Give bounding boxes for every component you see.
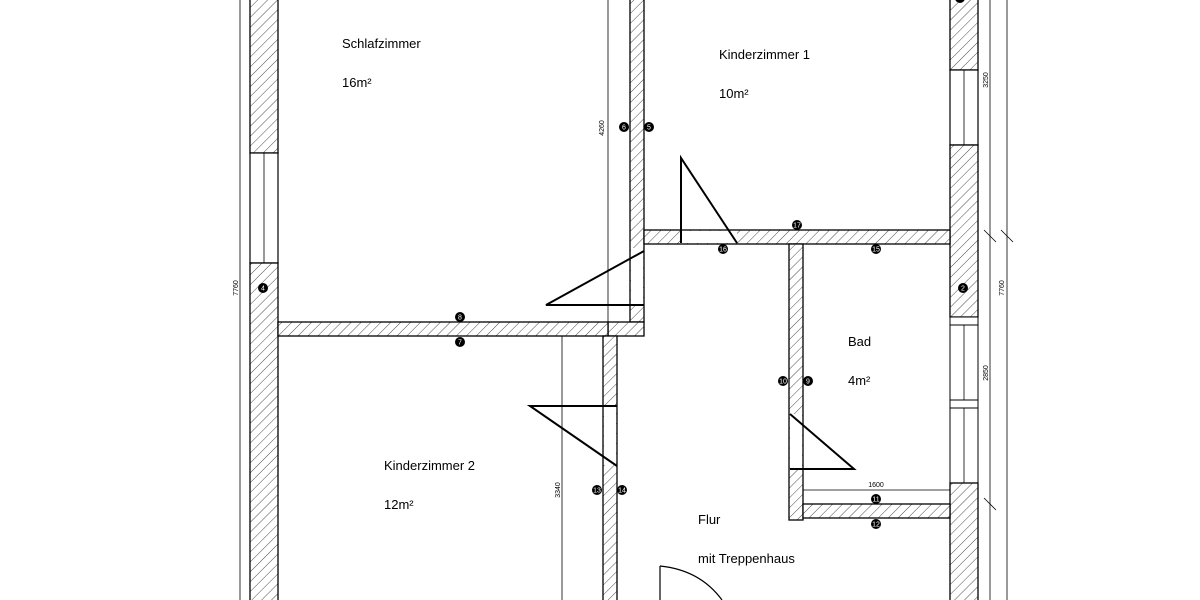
door-openings	[604, 231, 802, 470]
markers: 2 4 5 6 7 8 9 10 11 12 13 14 15 16 17	[258, 0, 968, 529]
dim-bad-width: 1600	[868, 482, 884, 489]
marker-6: 6	[619, 122, 629, 132]
svg-text:7: 7	[458, 340, 462, 347]
walls	[249, 0, 979, 600]
room-labels: Schlafzimmer 16m² Kinderzimmer 1 10m² Ba…	[342, 36, 871, 566]
room-area-schlafzimmer: 16m²	[342, 75, 372, 90]
marker-4: 4	[258, 283, 268, 293]
marker-9: 9	[803, 376, 813, 386]
room-name-flur: Flur	[698, 512, 721, 527]
svg-text:17: 17	[793, 223, 801, 230]
door-entrance	[659, 565, 723, 600]
svg-text:4: 4	[261, 286, 265, 293]
marker-13: 13	[592, 485, 602, 495]
right-exterior-wall-lower	[949, 482, 979, 600]
room-area-bad: 4m²	[848, 373, 871, 388]
right-exterior-wall-top	[949, 0, 979, 71]
dim-left-total: 7760	[233, 280, 240, 296]
svg-text:11: 11	[872, 497, 879, 504]
room-name-kinderzimmer1: Kinderzimmer 1	[719, 47, 810, 62]
marker-14: 14	[617, 485, 627, 495]
svg-text:10: 10	[779, 379, 787, 386]
left-exterior-wall-upper	[249, 0, 279, 154]
svg-text:13: 13	[593, 488, 601, 495]
left-exterior-wall-lower	[249, 262, 279, 600]
svg-text:2: 2	[961, 286, 965, 293]
marker-7: 7	[455, 337, 465, 347]
dim-right-total: 7760	[999, 280, 1006, 296]
door-bad	[789, 413, 857, 470]
dim-right-lower: 2850	[983, 365, 990, 381]
marker-16: 16	[718, 244, 728, 254]
svg-text:6: 6	[622, 125, 626, 132]
marker-15: 15	[871, 244, 881, 254]
door-kinderzimmer1	[680, 154, 738, 244]
room-name-schlafzimmer: Schlafzimmer	[342, 36, 421, 51]
marker-8: 8	[455, 312, 465, 322]
room-area-kinderzimmer2: 12m²	[384, 497, 414, 512]
marker-10: 10	[778, 376, 788, 386]
right-window-bad-3	[949, 399, 979, 409]
marker-11: 11	[871, 494, 881, 504]
room-name-bad: Bad	[848, 334, 871, 349]
dim-k2-depth: 3340	[555, 482, 562, 498]
svg-text:12: 12	[872, 522, 880, 529]
wall-schlaf-kinder2	[277, 321, 609, 337]
wall-bad-bottom	[802, 503, 951, 519]
dim-schlaf-depth: 4260	[599, 120, 606, 136]
svg-text:9: 9	[806, 379, 810, 386]
svg-text:5: 5	[647, 125, 651, 132]
room-area-kinderzimmer1: 10m²	[719, 86, 749, 101]
marker-17: 17	[792, 220, 802, 230]
room-name-kinderzimmer2: Kinderzimmer 2	[384, 458, 475, 473]
dimension-labels: 7760 7760 3250 2850 4260 3340 1600	[233, 72, 1006, 498]
marker-5: 5	[644, 122, 654, 132]
right-window-bad-1	[949, 316, 979, 326]
wall-stub-schlaf-bottom	[607, 321, 645, 337]
door-kinderzimmer2	[526, 405, 618, 467]
interior-dimension-lines	[561, 0, 950, 600]
svg-text:15: 15	[872, 247, 880, 254]
wall-bad-flur	[788, 243, 804, 521]
marker-2: 2	[958, 283, 968, 293]
room-subtitle-flur: mit Treppenhaus	[698, 551, 795, 566]
door-schlafzimmer	[545, 250, 645, 306]
marker-12: 12	[871, 519, 881, 529]
door-swings	[526, 154, 857, 600]
svg-text:14: 14	[618, 488, 626, 495]
svg-text:16: 16	[719, 247, 727, 254]
dim-right-upper: 3250	[983, 72, 990, 88]
right-dimension-line	[983, 0, 1014, 600]
wall-kinder2-flur	[602, 335, 618, 600]
svg-text:8: 8	[458, 315, 462, 322]
